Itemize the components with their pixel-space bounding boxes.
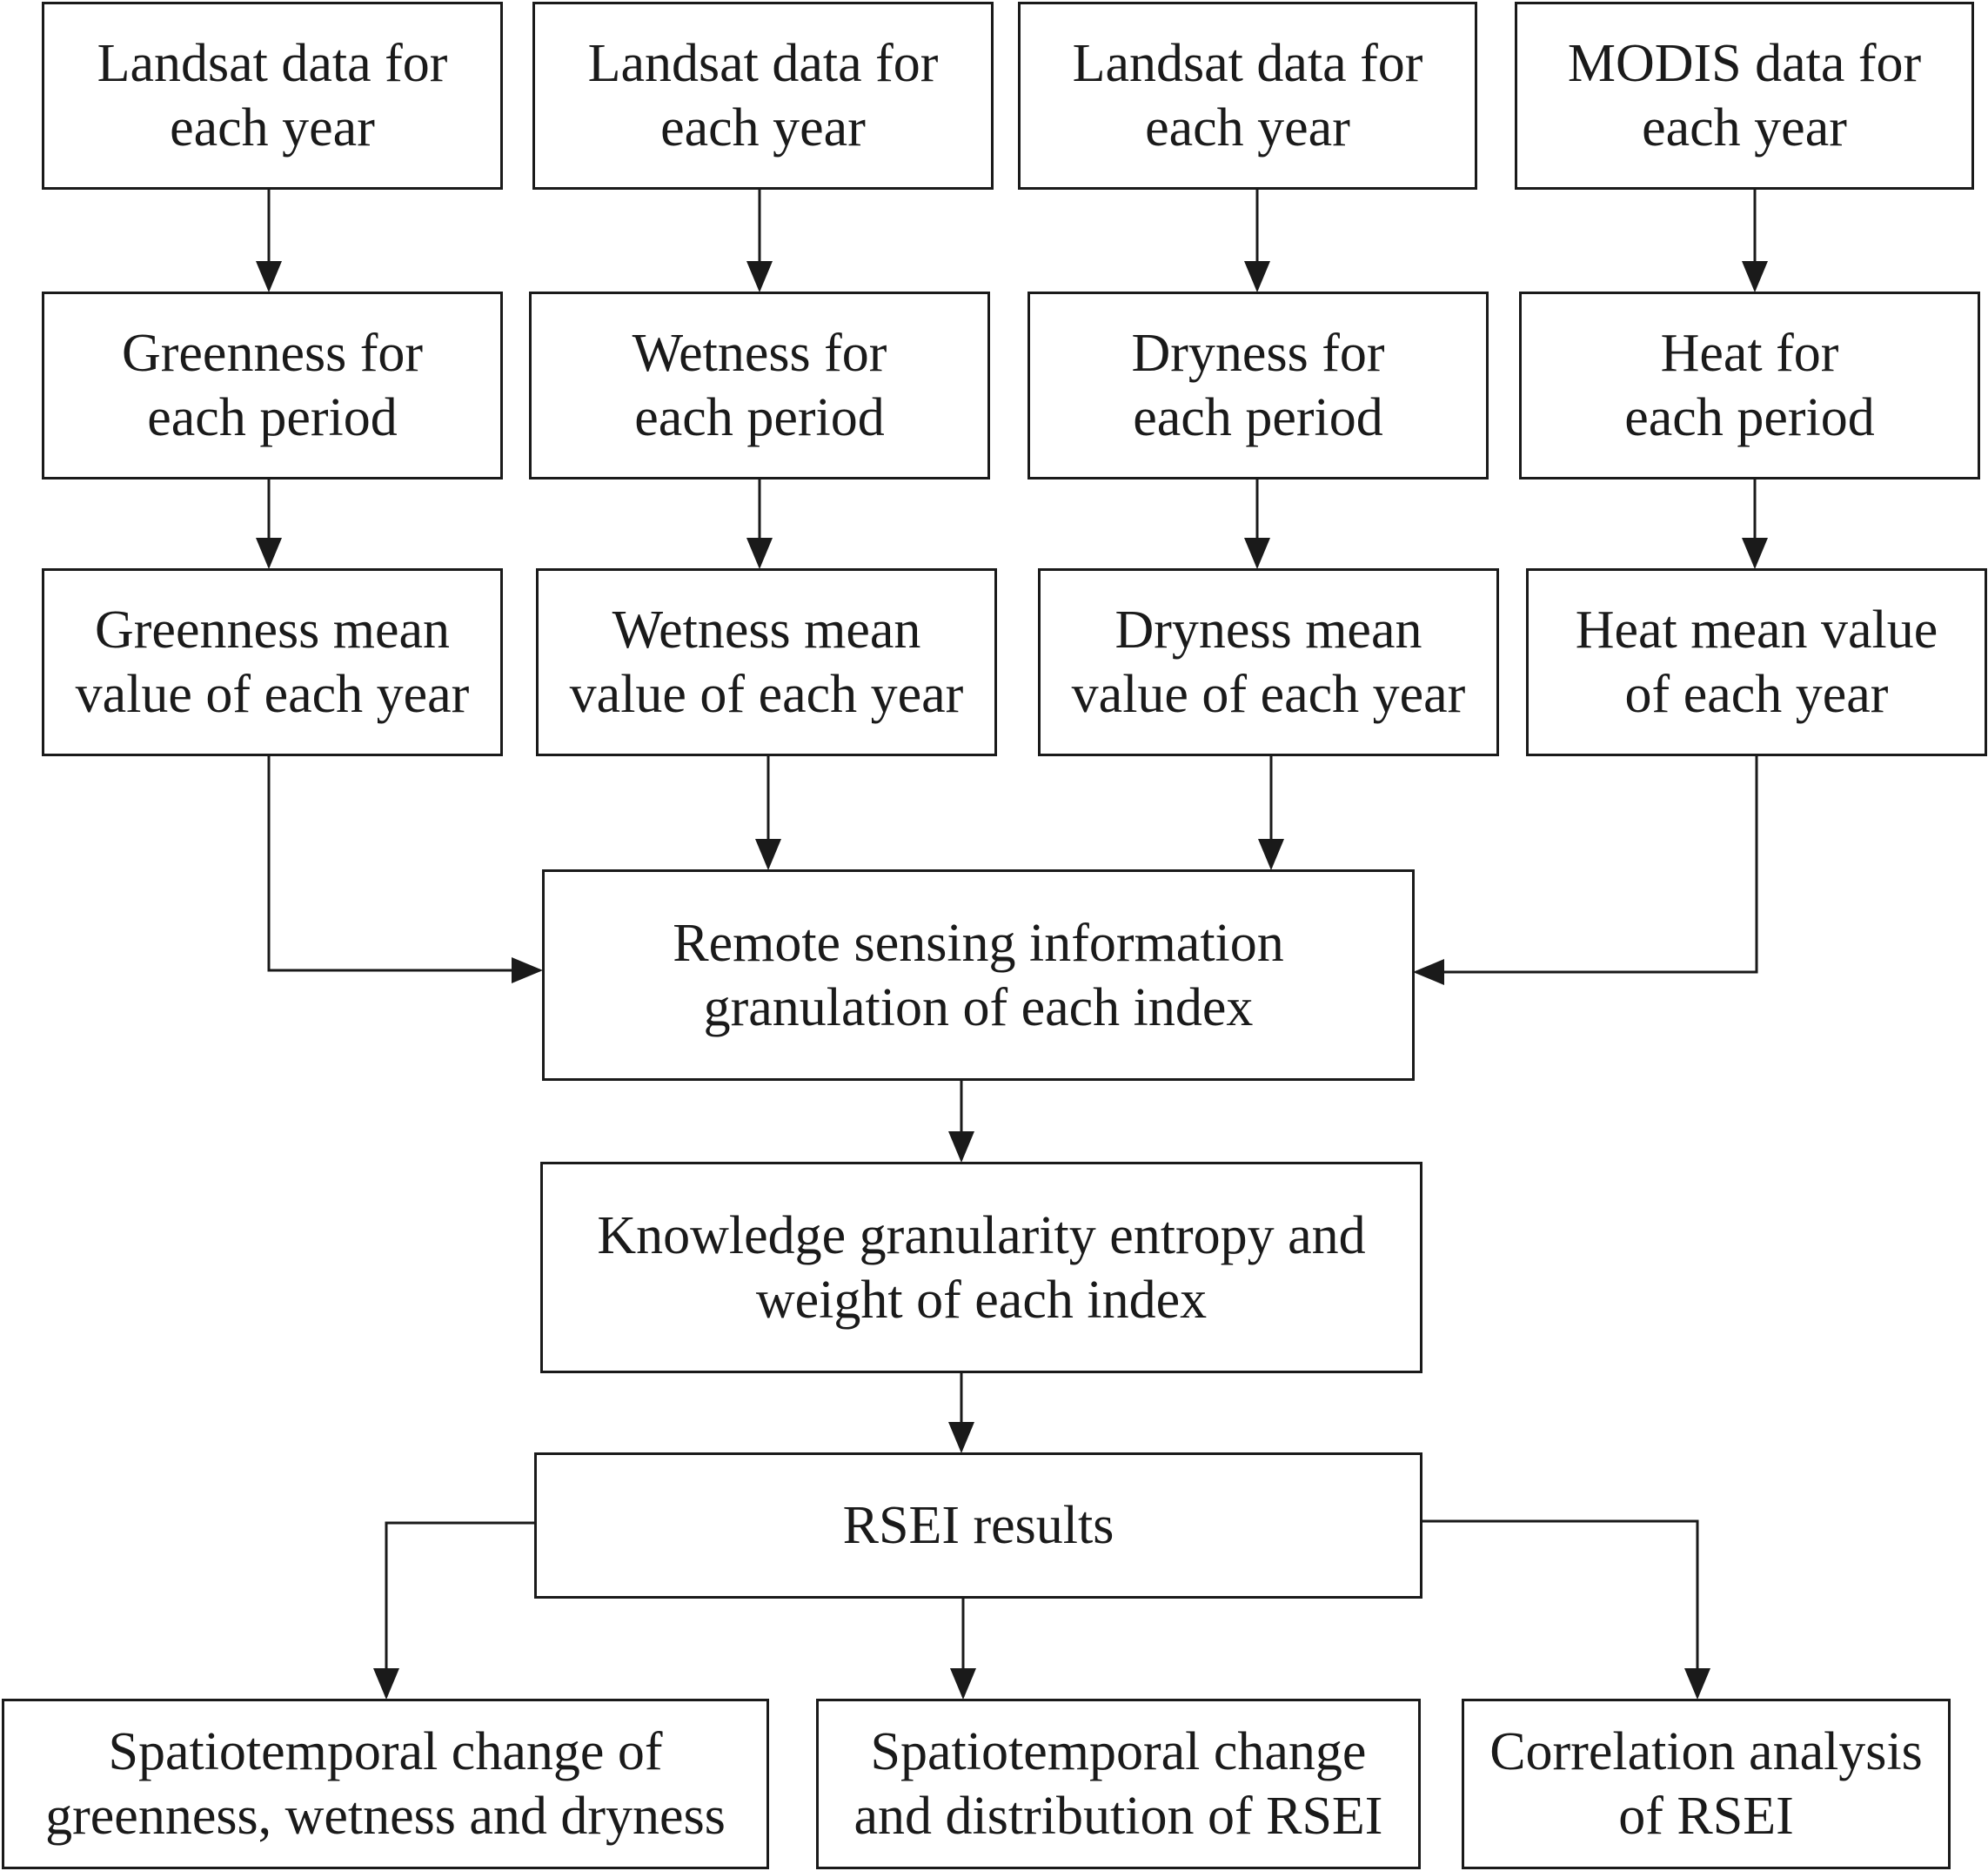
spatiotemporal-gwd-label: Spatiotemporal change of greenness, wetn… [45, 1722, 726, 1846]
arrowhead-output-center [950, 1668, 976, 1700]
landsat-dryness-box: Landsat data for each year [1018, 2, 1477, 190]
landsat-greenness-box: Landsat data for each year [42, 2, 503, 190]
modis-heat-label: MODIS data for each year [1567, 34, 1922, 158]
spatiotemporal-rsei-box: Spatiotemporal change and distribution o… [816, 1699, 1421, 1869]
arrow-rsei-to-spatiotemporal-gwd [385, 1521, 535, 1697]
correlation-rsei-box: Correlation analysis of RSEI [1462, 1699, 1951, 1869]
landsat-wetness-box: Landsat data for each year [532, 2, 994, 190]
heat-mean-box: Heat mean value of each year [1526, 568, 1987, 756]
heat-mean-label: Heat mean value of each year [1575, 600, 1938, 724]
rsei-results-box: RSEI results [534, 1452, 1422, 1599]
arrow-heat-mean-to-granulation [1416, 755, 1758, 974]
entropy-weight-label: Knowledge granularity entropy and weight… [597, 1205, 1366, 1330]
arrowhead-greenness [256, 261, 282, 292]
greenness-mean-label: Greenness mean value of each year [75, 600, 470, 724]
arrowhead-dryness-mean [1244, 538, 1270, 569]
granulation-label: Remote sensing information granulation o… [673, 913, 1284, 1037]
arrowhead-entropy [948, 1131, 974, 1163]
dryness-mean-label: Dryness mean value of each year [1071, 600, 1466, 724]
wetness-mean-box: Wetness mean value of each year [536, 568, 997, 756]
spatiotemporal-rsei-label: Spatiotemporal change and distribution o… [853, 1722, 1383, 1846]
granulation-box: Remote sensing information granulation o… [542, 869, 1415, 1081]
arrowhead-output-left [373, 1668, 399, 1700]
landsat-greenness-label: Landsat data for each year [97, 34, 448, 158]
wetness-period-label: Wetness for each period [632, 324, 887, 447]
arrow-greenness-mean-to-granulation [267, 755, 540, 972]
arrowhead-heat-mean [1742, 538, 1768, 569]
rsei-results-label: RSEI results [842, 1496, 1114, 1555]
landsat-dryness-label: Landsat data for each year [1072, 34, 1423, 158]
arrowhead-wetness-mean [746, 538, 773, 569]
arrow-rsei-to-correlation [1422, 1519, 1699, 1697]
arrowhead-granulation-right [1413, 959, 1444, 985]
arrowhead-wetness [746, 261, 773, 292]
wetness-period-box: Wetness for each period [529, 292, 990, 479]
arrowhead-heat [1742, 261, 1768, 292]
heat-period-box: Heat for each period [1519, 292, 1980, 479]
arrowhead-rsei [948, 1422, 974, 1453]
arrowhead-granulation-left [512, 957, 543, 983]
spatiotemporal-gwd-box: Spatiotemporal change of greenness, wetn… [2, 1699, 769, 1869]
wetness-mean-label: Wetness mean value of each year [569, 600, 964, 724]
correlation-rsei-label: Correlation analysis of RSEI [1489, 1722, 1923, 1846]
greenness-period-label: Greenness for each period [121, 324, 424, 447]
dryness-mean-box: Dryness mean value of each year [1038, 568, 1499, 756]
arrowhead-dryness [1244, 261, 1270, 292]
landsat-wetness-label: Landsat data for each year [587, 34, 939, 158]
greenness-period-box: Greenness for each period [42, 292, 503, 479]
greenness-mean-box: Greenness mean value of each year [42, 568, 503, 756]
dryness-period-box: Dryness for each period [1027, 292, 1489, 479]
arrowhead-greenness-mean [256, 538, 282, 569]
heat-period-label: Heat for each period [1624, 324, 1875, 447]
modis-heat-box: MODIS data for each year [1515, 2, 1974, 190]
arrowhead-output-right [1684, 1668, 1710, 1700]
arrowhead-granulation-dryness [1258, 839, 1284, 870]
arrowhead-granulation-wetness [755, 839, 781, 870]
entropy-weight-box: Knowledge granularity entropy and weight… [540, 1162, 1422, 1373]
dryness-period-label: Dryness for each period [1131, 324, 1385, 447]
